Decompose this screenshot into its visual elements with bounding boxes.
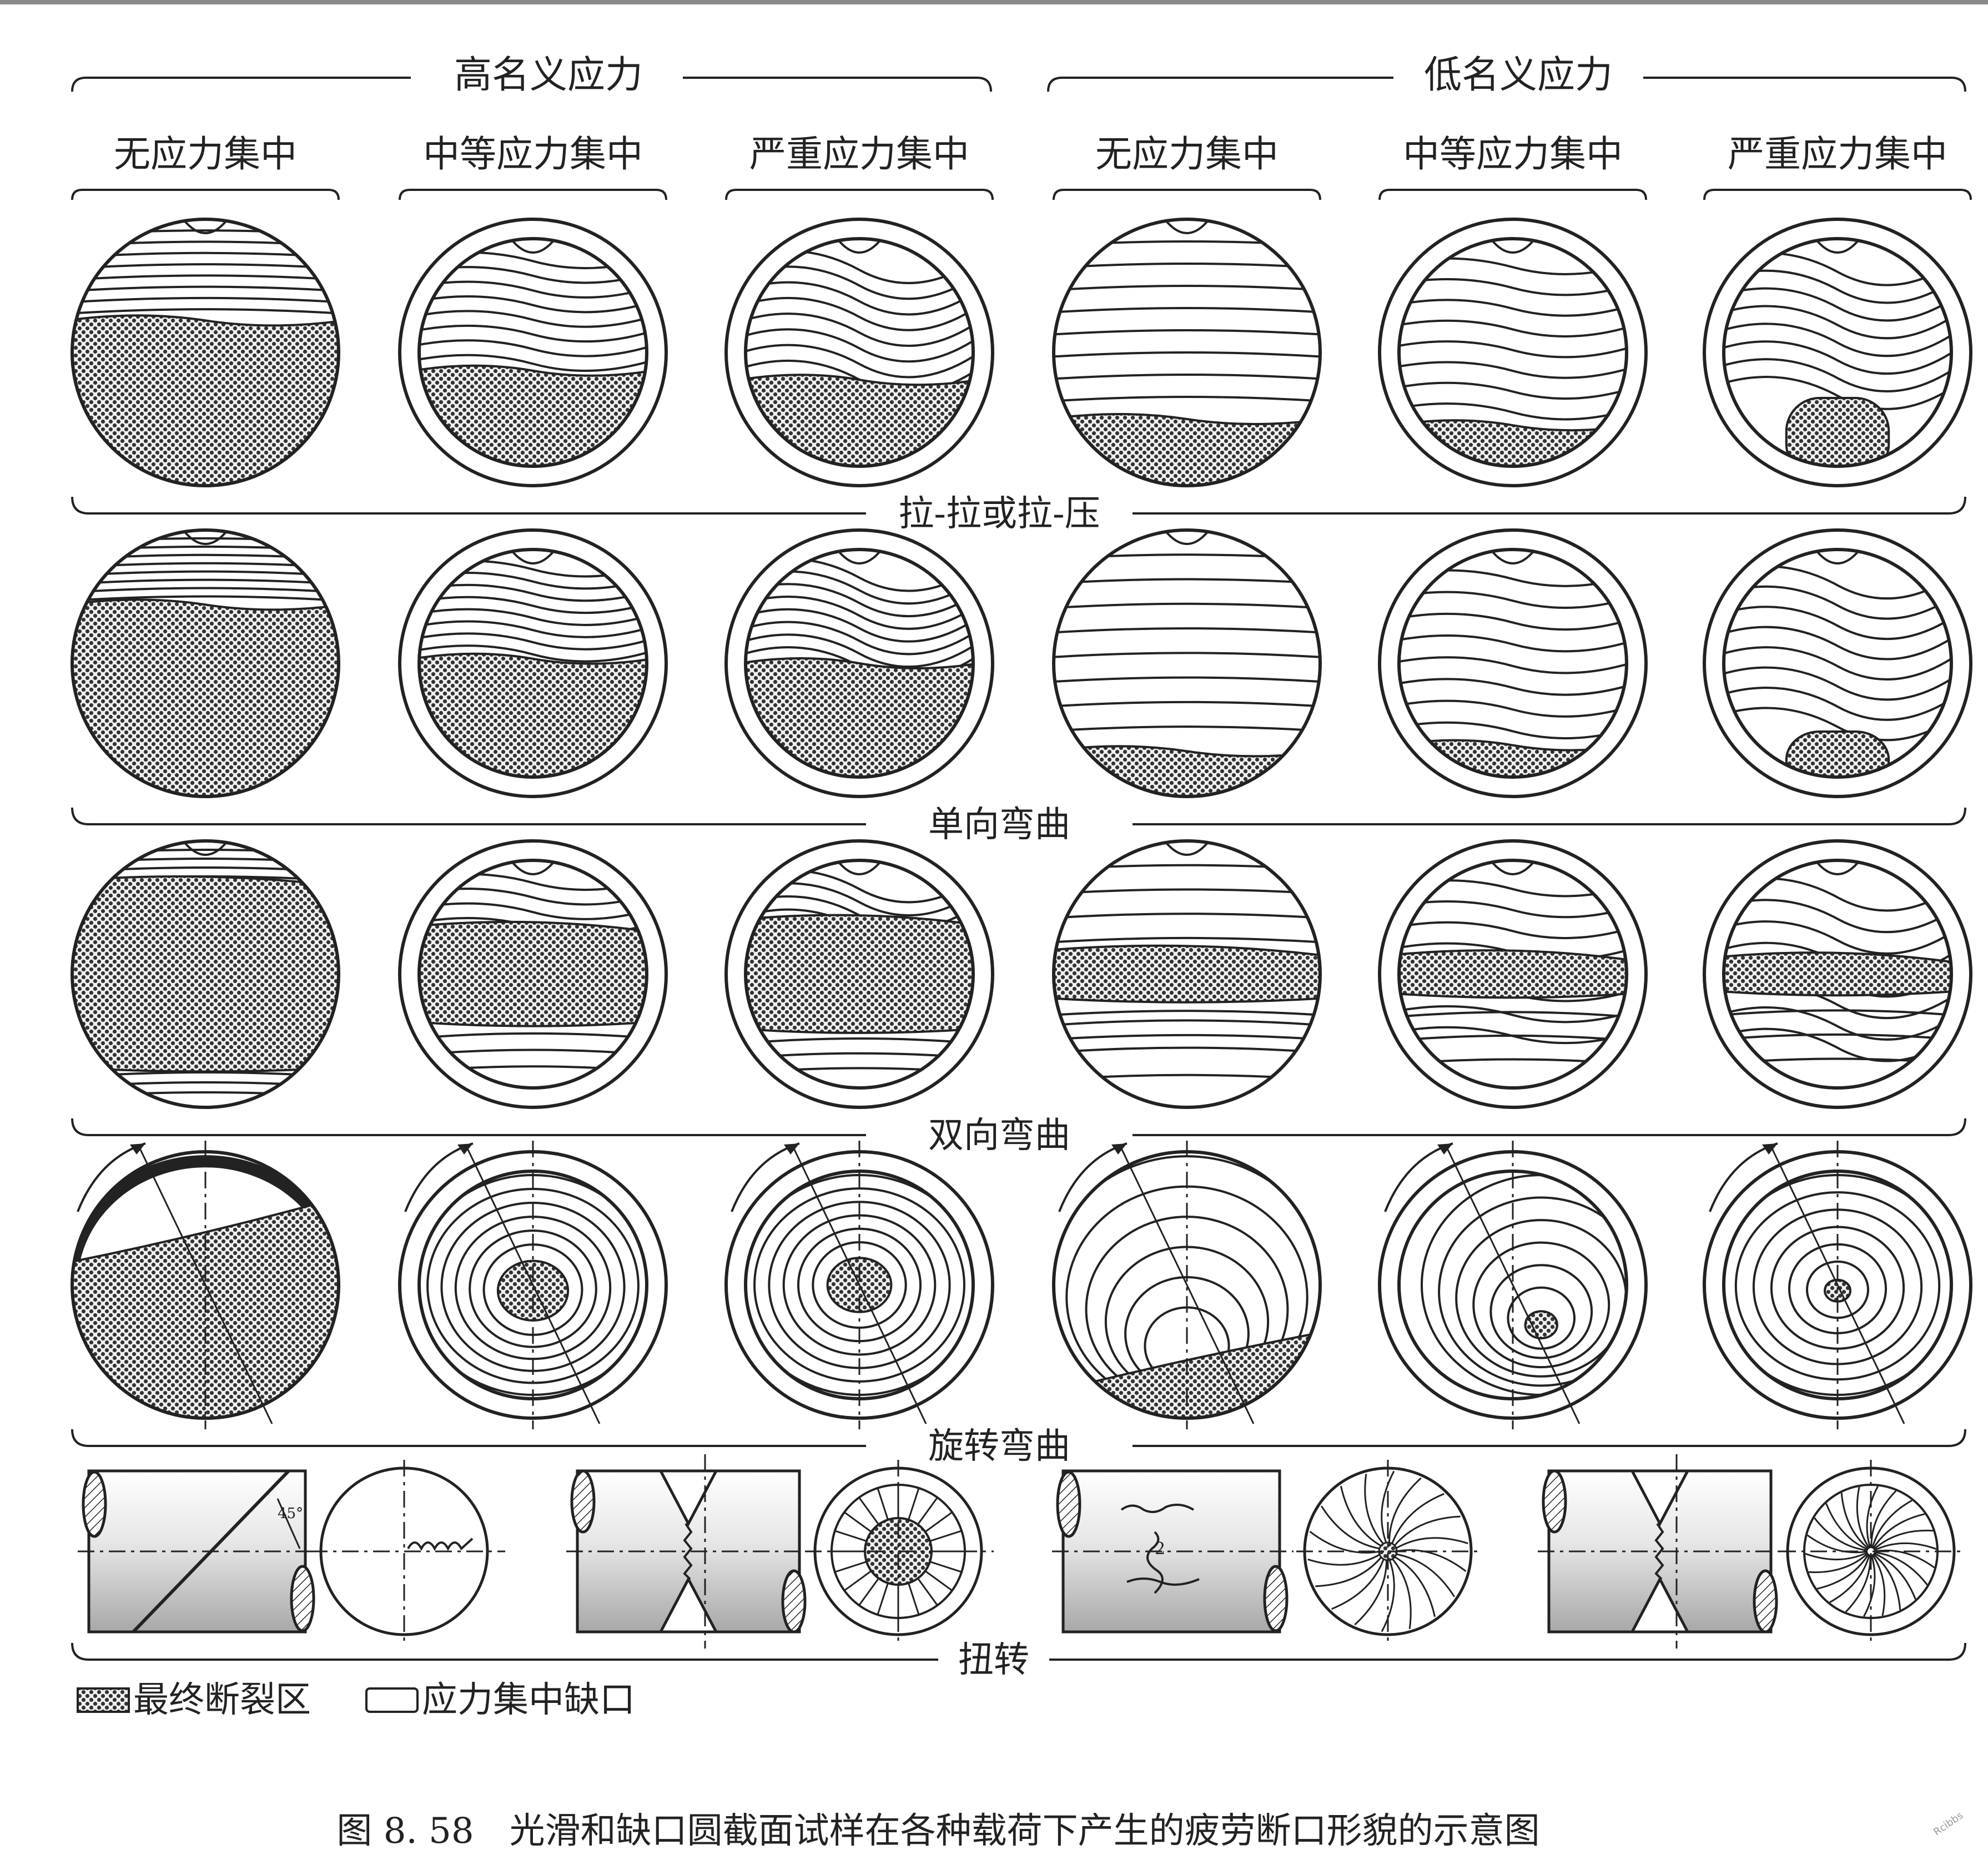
torsion-smooth-section — [311, 1460, 505, 1643]
section-r3-c3 — [724, 839, 994, 1109]
section-r2-c5 — [1378, 528, 1648, 798]
column-bracket-5 — [1378, 189, 1647, 200]
section-r1-c6 — [1703, 218, 1972, 487]
column-header-3: 严重应力集中 — [749, 133, 969, 175]
row-label-torsion: 扭转 — [958, 1640, 1029, 1681]
section-r1-c5 — [1378, 218, 1648, 487]
section-r4-c3 — [724, 1141, 994, 1429]
column-bracket-3 — [725, 189, 994, 200]
legend-notch-label: 应力集中缺口 — [422, 1680, 635, 1721]
header-high-stress: 高名义应力 — [454, 53, 643, 97]
row-label-1: 拉-拉或拉-压 — [898, 493, 1100, 535]
section-r4-c2 — [398, 1141, 668, 1429]
column-header-5: 中等应力集中 — [1403, 133, 1623, 175]
section-r2-c3 — [724, 528, 994, 798]
section-r4-c5 — [1378, 1141, 1648, 1429]
torsion-smooth-section-low — [1296, 1460, 1479, 1643]
top-border — [0, 0, 1988, 4]
column-bracket-1 — [71, 189, 340, 200]
section-r1-c2 — [398, 218, 668, 487]
column-headers: 无应力集中 中等应力集中 严重应力集中 无应力集中 中等应力集中 严重应力集中 — [71, 133, 1972, 200]
fracture-grid — [71, 218, 1972, 1429]
torsion-notched-section-low — [1779, 1460, 1962, 1643]
row-label-3: 双向弯曲 — [928, 1115, 1070, 1156]
torsion-row: 45° — [71, 1454, 1966, 1681]
column-header-1: 无应力集中 — [114, 133, 297, 175]
torsion-smooth-cylinder-low: 2 — [1052, 1469, 1294, 1634]
section-r3-c1 — [71, 839, 340, 1109]
legend-final-fracture-label: 最终断裂区 — [133, 1680, 311, 1721]
column-bracket-4 — [1053, 189, 1321, 200]
column-bracket-6 — [1703, 189, 1972, 200]
section-r2-c2 — [398, 528, 668, 798]
legend: 最终断裂区 应力集中缺口 — [77, 1680, 635, 1721]
row-group-1: 拉-拉或拉-压 — [71, 493, 1966, 535]
section-r1-c1 — [71, 218, 340, 487]
section-r2-c6 — [1703, 528, 1972, 798]
row-group-3: 双向弯曲 — [71, 1115, 1966, 1156]
torsion-notched-cylinder-low — [1538, 1454, 1782, 1649]
section-r3-c2 — [398, 839, 668, 1109]
column-header-4: 无应力集中 — [1095, 133, 1279, 175]
section-r3-c4 — [1052, 839, 1322, 1109]
torsion-angle-label: 45° — [278, 1505, 303, 1522]
column-header-2: 中等应力集中 — [423, 133, 643, 175]
row-group-2: 单向弯曲 — [71, 804, 1966, 845]
section-r3-c5 — [1378, 839, 1648, 1109]
section-r4-c1 — [71, 1141, 340, 1429]
section-r1-c4 — [1052, 218, 1322, 487]
section-r3-c6 — [1703, 839, 1972, 1109]
torsion-notched-cylinder-high — [566, 1454, 811, 1649]
section-r1-c3 — [724, 218, 994, 487]
row-label-2: 单向弯曲 — [928, 804, 1070, 845]
column-bracket-2 — [399, 189, 667, 200]
column-header-6: 严重应力集中 — [1728, 133, 1947, 175]
torsion-notched-section-high — [805, 1460, 994, 1643]
section-r2-c4 — [1052, 528, 1322, 798]
row-label-4: 旋转弯曲 — [928, 1426, 1070, 1467]
header-low-stress: 低名义应力 — [1424, 53, 1613, 97]
legend-final-fracture-swatch — [77, 1687, 130, 1713]
figure-caption: 图 8. 58 光滑和缺口圆截面试样在各种载荷下产生的疲劳断口形貌的示意图 — [336, 1811, 1539, 1852]
row-group-4: 旋转弯曲 — [71, 1426, 1966, 1467]
section-r4-c6 — [1703, 1141, 1972, 1429]
section-r2-c1 — [71, 528, 340, 798]
legend-notch-swatch — [365, 1687, 419, 1713]
torsion-center-mark: 2 — [1155, 1539, 1165, 1559]
torsion-smooth-cylinder: 45° — [78, 1469, 322, 1634]
section-r4-c4 — [1052, 1141, 1322, 1429]
